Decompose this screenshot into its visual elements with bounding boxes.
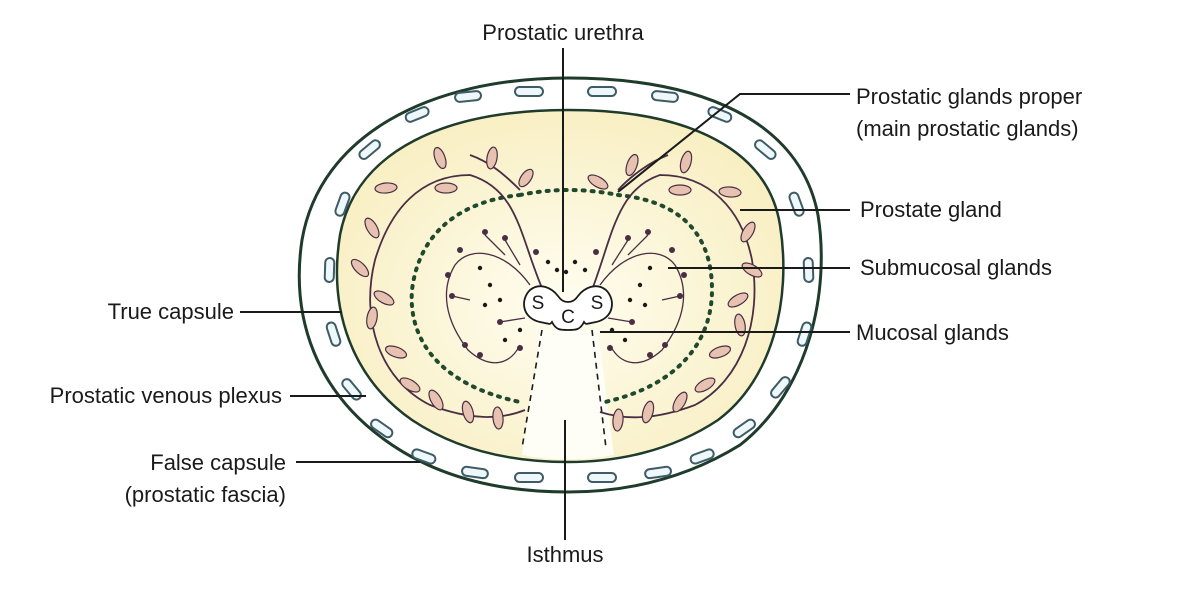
label-glands-proper-line2: (main prostatic glands) [856,116,1079,141]
label-glands-proper-line1: Prostatic glands proper [856,84,1083,109]
urethra-letter-center: C [561,307,575,328]
leader-lines [240,48,850,540]
venous-plexus [323,86,815,483]
prostatic-urethra-lumen [523,285,613,331]
isthmus-dashed-lines [521,329,607,449]
submucosal-gland-dots [445,229,687,358]
label-venous-plexus: Prostatic venous plexus [49,383,282,408]
urethra-letter-right: S [591,293,604,314]
label-prostate-gland: Prostate gland [860,197,1002,222]
leader-glands-proper [617,93,850,193]
label-mucosal-glands: Mucosal glands [856,320,1009,345]
urethra-letter-left: S [532,293,545,314]
isthmus-zone [522,330,614,460]
label-prostatic-urethra: Prostatic urethra [482,20,644,45]
dotted-zone-border [409,188,715,404]
label-false-capsule-line1: False capsule [150,450,286,475]
gland-buds [350,146,763,432]
submucosal-ducts [445,234,685,364]
label-submucosal-glands: Submucosal glands [860,255,1053,280]
label-false-capsule-line2: (prostatic fascia) [124,482,286,507]
label-isthmus: Isthmus [526,542,604,567]
label-true-capsule: True capsule [107,299,234,324]
